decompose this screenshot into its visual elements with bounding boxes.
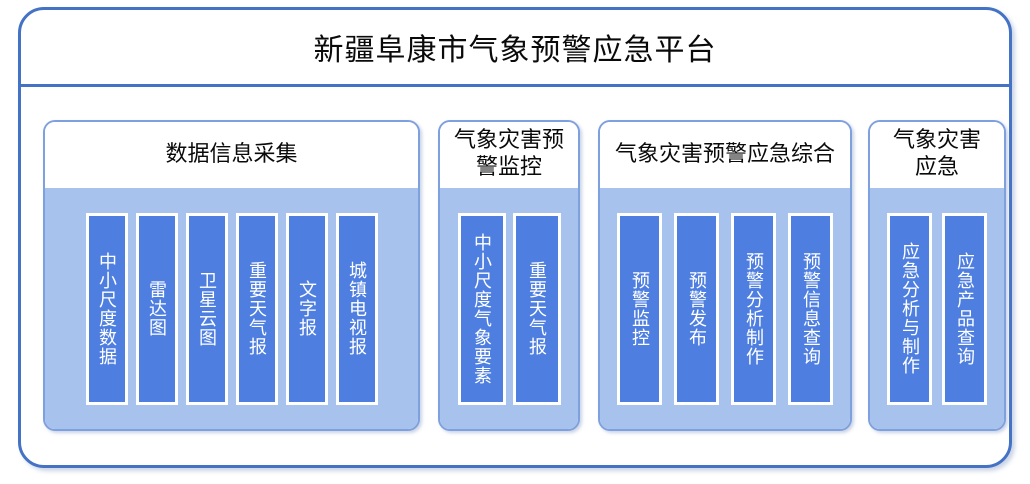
item-label: 雷达图	[146, 280, 168, 337]
panel-header: 数据信息采集	[45, 122, 418, 188]
item-bar[interactable]: 预警监控	[617, 212, 662, 405]
page-title: 新疆阜康市气象预警应急平台	[313, 33, 717, 68]
item-label: 重要天气报	[526, 261, 548, 356]
panel-title: 气象灾害预 警监控	[453, 128, 564, 180]
item-label: 预警发布	[686, 270, 708, 347]
item-bar[interactable]: 预警信息查询	[788, 212, 833, 405]
item-bar[interactable]: 中小尺度数据	[85, 212, 128, 405]
item-bar[interactable]: 雷达图	[135, 212, 178, 405]
item-bar[interactable]: 文字报	[285, 212, 328, 405]
item-label: 中小尺度气象要素	[471, 232, 493, 385]
item-bar[interactable]: 重要天气报	[235, 212, 278, 405]
panel-body: 中小尺度数据 雷达图 卫星云图 重要天气报 文字报 城镇电视报	[45, 188, 418, 429]
platform-frame: 新疆阜康市气象预警应急平台 数据信息采集 中小尺度数据 雷达图 卫星云图 重要天…	[18, 7, 1012, 468]
item-bar[interactable]: 卫星云图	[185, 212, 228, 405]
item-label: 中小尺度数据	[96, 251, 118, 366]
panel-body: 应急分析与制作 应急产品查询	[870, 188, 1004, 429]
item-bar[interactable]: 应急产品查询	[942, 212, 987, 405]
item-label: 应急产品查询	[954, 251, 976, 366]
item-label: 预警监控	[629, 270, 651, 347]
panel-disaster-emergency[interactable]: 气象灾害 应急 应急分析与制作 应急产品查询	[868, 120, 1006, 431]
item-label: 卫星云图	[196, 270, 218, 347]
panel-disaster-warning-monitoring[interactable]: 气象灾害预 警监控 中小尺度气象要素 重要天气报	[438, 120, 580, 431]
item-bar[interactable]: 中小尺度气象要素	[457, 212, 506, 405]
item-label: 城镇电视报	[346, 261, 368, 356]
platform-title-bar: 新疆阜康市气象预警应急平台	[21, 10, 1009, 87]
panel-title: 气象灾害 应急	[892, 128, 981, 180]
panel-title: 气象灾害预警应急综合	[614, 141, 835, 167]
item-label: 应急分析与制作	[899, 242, 921, 375]
panel-title: 数据信息采集	[165, 141, 298, 167]
item-bar[interactable]: 应急分析与制作	[887, 212, 932, 405]
item-bar[interactable]: 城镇电视报	[335, 212, 378, 405]
item-bar[interactable]: 预警发布	[674, 212, 719, 405]
item-label: 预警分析制作	[743, 251, 765, 366]
panel-header: 气象灾害预警应急综合	[600, 122, 850, 188]
panel-body: 中小尺度气象要素 重要天气报	[440, 188, 578, 429]
item-bar[interactable]: 重要天气报	[512, 212, 561, 405]
item-label: 预警信息查询	[800, 251, 822, 366]
item-label: 文字报	[296, 280, 318, 337]
panel-data-collection[interactable]: 数据信息采集 中小尺度数据 雷达图 卫星云图 重要天气报 文字报	[43, 120, 420, 431]
panel-warning-emergency-integrated[interactable]: 气象灾害预警应急综合 预警监控 预警发布 预警分析制作 预警信息查询	[598, 120, 852, 431]
panel-body: 预警监控 预警发布 预警分析制作 预警信息查询	[600, 188, 850, 429]
panel-header: 气象灾害 应急	[870, 122, 1004, 188]
item-bar[interactable]: 预警分析制作	[731, 212, 776, 405]
panels-row: 数据信息采集 中小尺度数据 雷达图 卫星云图 重要天气报 文字报	[21, 87, 1009, 465]
panel-header: 气象灾害预 警监控	[440, 122, 578, 188]
item-label: 重要天气报	[246, 261, 268, 356]
